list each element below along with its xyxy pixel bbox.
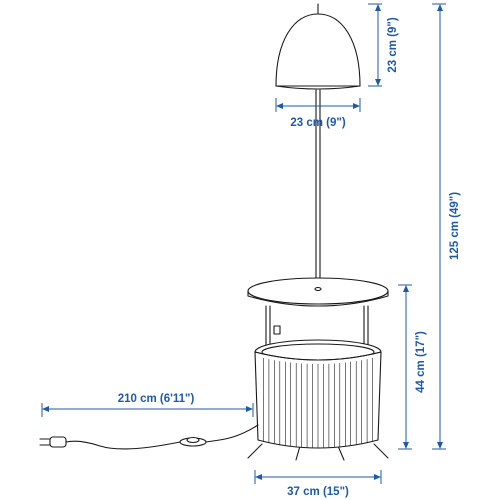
dimension-cord-length: 210 cm (6'11") [41,393,254,417]
dimension-shade-width: 23 cm (9") [275,98,361,129]
plug-icon [39,436,67,448]
floor-lamp-drawing [39,3,389,461]
lamp-shade [275,3,361,90]
shade-height-label: 23 cm (9") [387,17,399,72]
base-width-label: 37 cm (15") [287,486,349,498]
dimension-base-width: 37 cm (15") [254,470,382,498]
power-cord [39,424,259,450]
cord-length-label: 210 cm (6'11") [118,393,195,405]
foot-switch-icon [179,436,207,447]
dimension-table-height: 44 cm (17") [398,284,427,450]
table-height-label: 44 cm (17") [415,331,427,393]
basket-slats [263,358,373,448]
shade-width-label: 23 cm (9") [290,117,345,129]
lamp-pole [315,89,321,289]
total-height-label: 125 cm (49") [449,192,461,260]
table-top [247,277,389,307]
storage-basket [254,339,382,449]
dimension-shade-height: 23 cm (9") [368,3,399,87]
dimension-total-height: 125 cm (49") [432,3,461,450]
